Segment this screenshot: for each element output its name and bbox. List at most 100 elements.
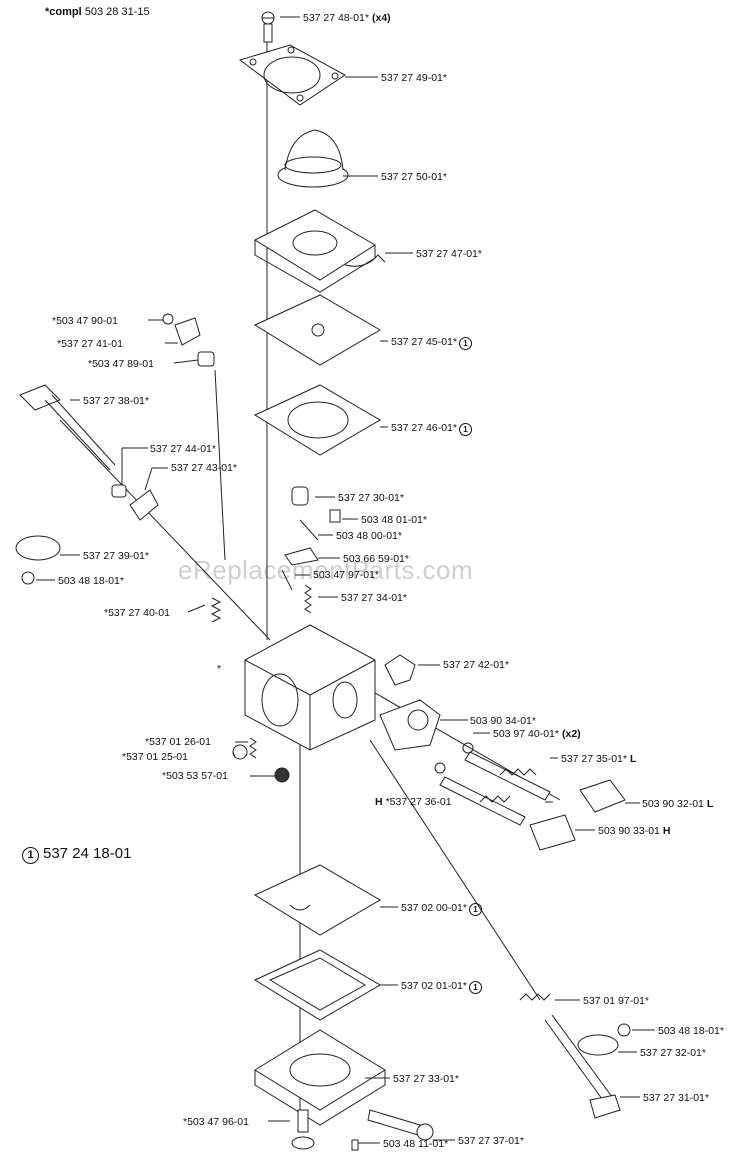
kit-marker: 1 xyxy=(458,423,472,436)
kit-marker: 1 xyxy=(468,903,482,916)
kit-marker: 1 xyxy=(22,847,39,864)
part-label-washer-a[interactable]: 537 27 44-01* xyxy=(150,443,216,455)
header-number: 503 28 31-15 xyxy=(84,6,150,18)
part-label-throttle-plate[interactable]: 537 27 39-01* xyxy=(83,550,149,562)
part-number: 503 97 40-01* xyxy=(493,728,559,740)
part-label-throttle-lever[interactable]: *537 27 41-01 xyxy=(57,338,123,350)
part-number: 503 66 59-01* xyxy=(343,553,409,565)
part-number: 537 27 44-01* xyxy=(150,443,216,455)
part-label-nut-small[interactable]: *503 47 90-01 xyxy=(52,315,118,327)
part-number: 503 48 01-01* xyxy=(361,514,427,526)
watermark: eReplacementParts.com xyxy=(178,555,474,585)
part-number: 537 02 01-01* xyxy=(401,980,467,992)
assembly-header: *compl 503 28 31-15 xyxy=(45,6,150,18)
part-label-set-screw[interactable]: 503 48 11-01* xyxy=(383,1138,448,1150)
part-number: 537 27 38-01* xyxy=(83,395,149,407)
part-label-spring-c[interactable]: *537 01 26-01 xyxy=(145,736,211,748)
part-label-bottom-cover[interactable]: 537 27 33-01* xyxy=(393,1073,459,1085)
part-number: 537 27 50-01* xyxy=(381,171,447,183)
part-label-choke-plate[interactable]: 537 27 32-01* xyxy=(640,1047,706,1059)
part-label-adjuster-housing[interactable]: 503 90 34-01* xyxy=(470,715,536,727)
part-number: *537 27 36-01 xyxy=(385,796,452,808)
part-label-spring-d[interactable]: 537 01 97-01* xyxy=(583,995,649,1007)
part-number: 537 02 00-01* xyxy=(401,902,467,914)
part-label-pump-diaphragm[interactable]: 537 27 45-01*1 xyxy=(391,336,472,350)
part-label-primer-bulb[interactable]: 537 27 50-01* xyxy=(381,171,447,183)
part-number: 503 48 11-01* xyxy=(383,1138,449,1150)
kit-number: 537 24 18-01 xyxy=(43,845,132,862)
kit-marker: 1 xyxy=(458,337,472,350)
part-label-screen[interactable]: *503 53 57-01 xyxy=(162,770,228,782)
part-label-needle-l[interactable]: 537 27 35-01*L xyxy=(561,753,636,765)
part-number: 537 27 42-01* xyxy=(443,659,509,671)
part-number: 537 27 31-01* xyxy=(643,1092,709,1104)
part-number: 537 27 33-01* xyxy=(393,1073,459,1085)
part-number: 503 48 00-01* xyxy=(336,530,402,542)
part-label-bushing[interactable]: *503 47 89-01 xyxy=(88,358,154,370)
body-marker: * xyxy=(217,663,222,675)
part-label-cover-screw[interactable]: 537 27 37-01* xyxy=(458,1135,524,1147)
part-number: 537 27 32-01* xyxy=(640,1047,706,1059)
part-number: *537 01 25-01 xyxy=(122,751,188,763)
part-label-inlet-needle[interactable]: 503 47 97-01* xyxy=(313,569,379,581)
part-number: *503 53 57-01 xyxy=(162,770,228,782)
part-label-bottom-screw[interactable]: *503 47 96-01 xyxy=(183,1116,249,1128)
part-number: 537 27 35-01* xyxy=(561,753,627,765)
part-label-cap[interactable]: 537 27 30-01* xyxy=(338,492,404,504)
part-number: 537 27 47-01* xyxy=(416,248,482,260)
part-number: 503 90 34-01* xyxy=(470,715,536,727)
part-label-spring-a[interactable]: 537 27 34-01* xyxy=(341,592,407,604)
part-number: 537 27 39-01* xyxy=(83,550,149,562)
part-number: 537 27 48-01* xyxy=(303,12,369,24)
part-label-gasket[interactable]: 537 27 46-01*1 xyxy=(391,422,472,436)
part-quantity: (x4) xyxy=(371,12,391,24)
part-label-needle[interactable]: 503 66 59-01* xyxy=(343,553,409,565)
part-number: *503 47 90-01 xyxy=(52,315,118,327)
part-number: *537 27 40-01 xyxy=(104,607,170,619)
part-label-choke-shaft[interactable]: 537 27 31-01* xyxy=(643,1092,709,1104)
part-label-ball[interactable]: *537 01 25-01 xyxy=(122,751,188,763)
part-label-screw-c[interactable]: 503 48 18-01* xyxy=(58,575,124,587)
part-number: 503 47 97-01* xyxy=(313,569,379,581)
part-label-cover-top[interactable]: 537 27 49-01* xyxy=(381,72,447,84)
part-number: 503 48 18-01* xyxy=(658,1025,724,1037)
part-number: 537 27 46-01* xyxy=(391,422,457,434)
part-number: 503 90 33-01 xyxy=(598,825,660,837)
part-label-pump-cover[interactable]: 537 27 47-01* xyxy=(416,248,482,260)
part-quantity: (x2) xyxy=(561,728,581,740)
part-variant: H xyxy=(662,825,671,837)
kit-marker: 1 xyxy=(468,981,482,994)
part-label-metering-gasket[interactable]: 537 02 01-01*1 xyxy=(401,980,482,994)
part-label-carb-body[interactable]: 537 27 42-01* xyxy=(443,659,509,671)
part-label-needle-h[interactable]: H*537 27 36-01 xyxy=(375,796,452,808)
part-label-screw-d[interactable]: 503 48 18-01* xyxy=(658,1025,724,1037)
part-label-spring-b[interactable]: *537 27 40-01 xyxy=(104,607,170,619)
part-number: 503 90 32-01 xyxy=(642,798,704,810)
part-number: *537 27 41-01 xyxy=(57,338,123,350)
part-variant: L xyxy=(706,798,714,810)
header-prefix: *compl xyxy=(45,6,82,18)
part-label-screw-top[interactable]: 537 27 48-01*(x4) xyxy=(303,12,391,24)
part-variant: L xyxy=(629,753,637,765)
part-number: 537 01 97-01* xyxy=(583,995,649,1007)
part-number: *503 47 96-01 xyxy=(183,1116,249,1128)
part-number: 537 27 45-01* xyxy=(391,336,457,348)
part-number: 537 27 30-01* xyxy=(338,492,404,504)
part-label-pin[interactable]: 503 48 00-01* xyxy=(336,530,402,542)
part-number: *503 47 89-01 xyxy=(88,358,154,370)
part-number: *537 01 26-01 xyxy=(145,736,211,748)
part-number: 537 27 43-01* xyxy=(171,462,237,474)
part-variant: H xyxy=(375,796,383,808)
part-label-metering-diaphragm[interactable]: 537 02 00-01*1 xyxy=(401,902,482,916)
part-number: 503 48 18-01* xyxy=(58,575,124,587)
part-number: 537 27 37-01* xyxy=(458,1135,524,1147)
part-label-throttle-shaft[interactable]: 537 27 38-01* xyxy=(83,395,149,407)
part-label-lever-b[interactable]: 537 27 43-01* xyxy=(171,462,237,474)
part-label-o-ring[interactable]: 503 97 40-01*(x2) xyxy=(493,728,581,740)
part-label-screw-b[interactable]: 503 48 01-01* xyxy=(361,514,427,526)
